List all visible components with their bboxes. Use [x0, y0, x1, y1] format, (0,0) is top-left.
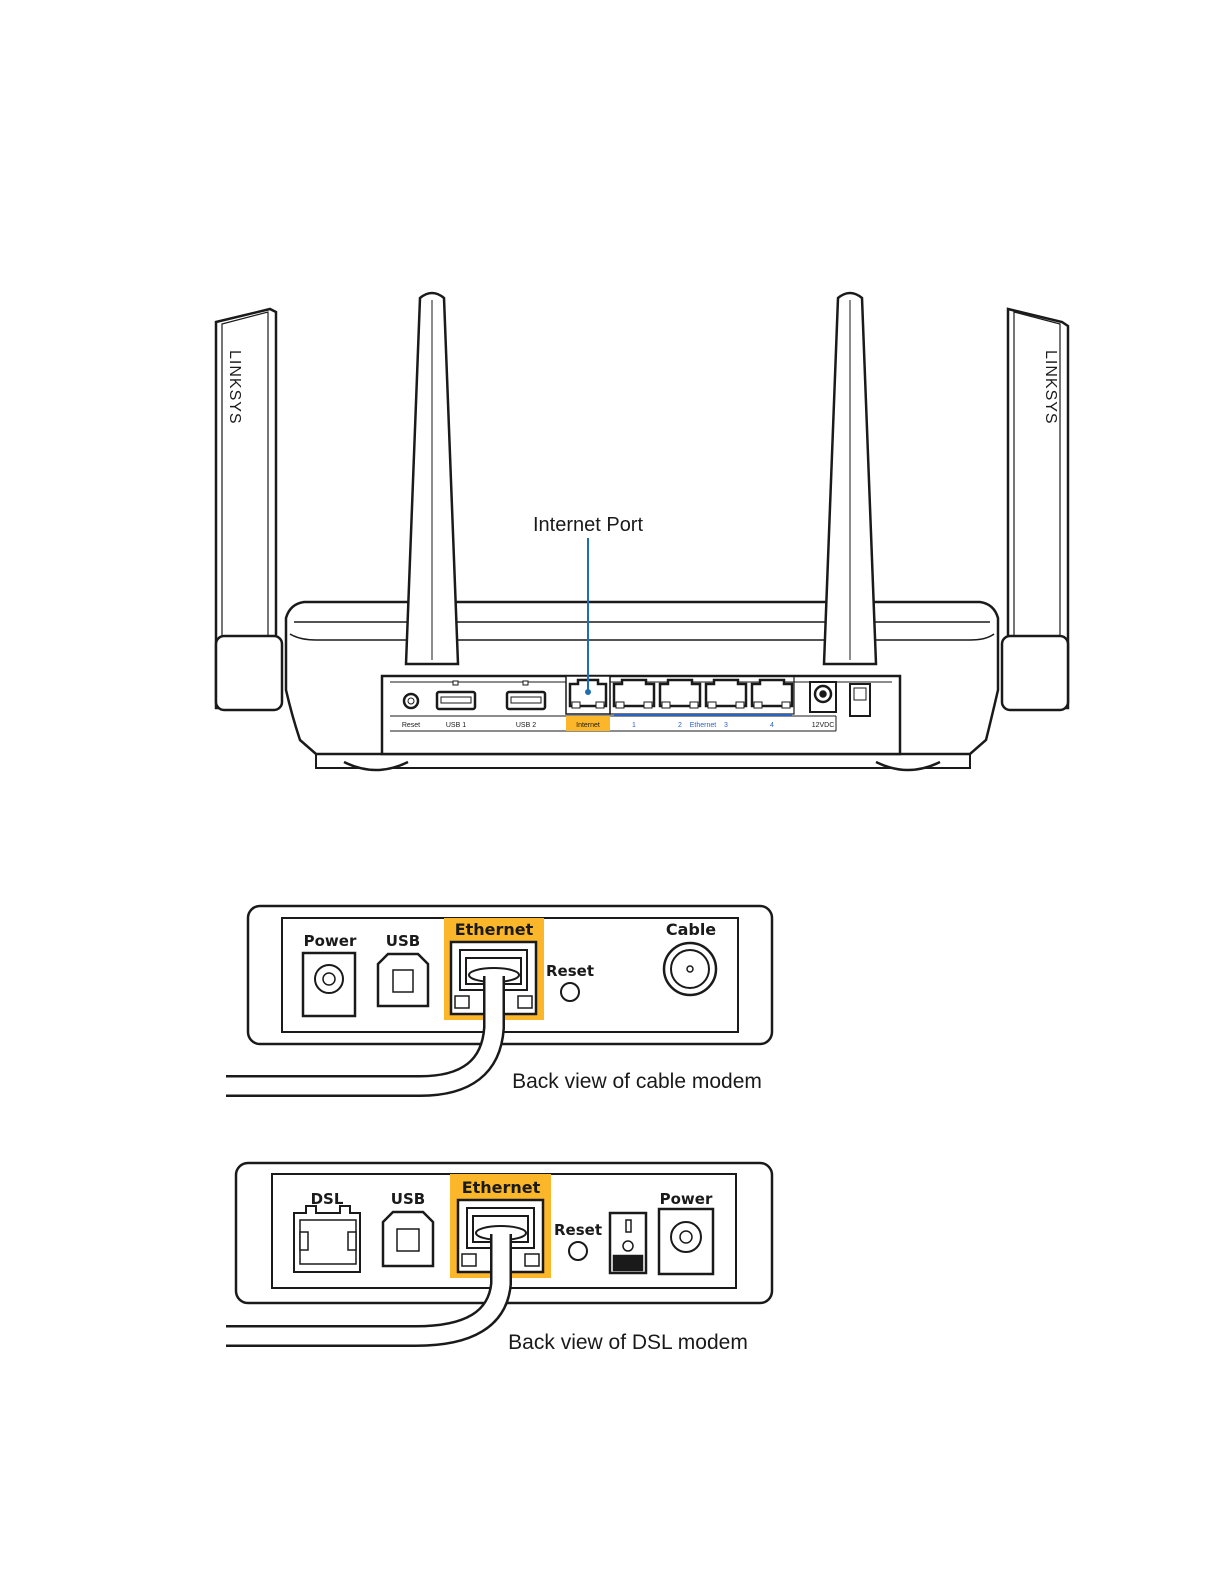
cable-usb-label: USB — [386, 932, 420, 950]
dsl-usb-port — [383, 1212, 433, 1266]
power-port-label: 12VDC — [812, 722, 835, 729]
dsl-power-label: Power — [660, 1190, 713, 1208]
reset-port-label: Reset — [402, 722, 420, 729]
lan3-port-label: 3 — [724, 722, 728, 729]
cable-power-label: Power — [304, 932, 357, 950]
right-center-antenna — [824, 293, 876, 664]
lan1-port-label: 1 — [632, 722, 636, 729]
lan2-port-label: 2 — [678, 722, 682, 729]
dsl-reset-button — [569, 1242, 587, 1260]
brand-left-label: LINKSYS — [226, 350, 243, 425]
cable-power-jack — [303, 953, 355, 1016]
router-lan-port-3 — [706, 680, 746, 708]
cable-ethernet-label: Ethernet — [455, 920, 534, 939]
internet-port-callout: Internet Port — [533, 514, 644, 536]
callout-dot — [585, 689, 591, 695]
left-center-antenna — [406, 293, 458, 664]
router-lan-port-4 — [752, 680, 792, 708]
cable-reset-button — [561, 983, 579, 1001]
dsl-line-label: DSL — [311, 1190, 344, 1208]
dsl-reset-label: Reset — [554, 1221, 602, 1239]
router-lan-port-2 — [660, 680, 700, 708]
dsl-ethernet-label: Ethernet — [462, 1178, 541, 1197]
lan4-port-label: 4 — [770, 722, 774, 729]
left-side-antenna — [216, 309, 282, 710]
dsl-power-jack — [659, 1209, 713, 1274]
router-reset-button — [404, 694, 418, 708]
internet-port-label: Internet — [576, 722, 600, 729]
ethernet-group-label: Ethernet — [690, 722, 717, 729]
cable-reset-label: Reset — [546, 962, 594, 980]
cable-usb-port — [378, 954, 428, 1006]
usb1-port-label: USB 1 — [446, 722, 466, 729]
dsl-power-switch — [610, 1213, 646, 1273]
router-power-jack — [810, 682, 836, 712]
cable-modem-caption: Back view of cable modem — [512, 1070, 762, 1093]
dsl-modem-caption: Back view of DSL modem — [508, 1331, 748, 1354]
cable-coax-label: Cable — [666, 920, 716, 939]
usb2-port-label: USB 2 — [516, 722, 536, 729]
router-lan-port-1 — [614, 680, 654, 708]
dsl-usb-label: USB — [391, 1190, 425, 1208]
dsl-line-port — [294, 1206, 360, 1272]
cable-coax-connector — [664, 943, 716, 995]
brand-right-label: LINKSYS — [1042, 350, 1059, 425]
